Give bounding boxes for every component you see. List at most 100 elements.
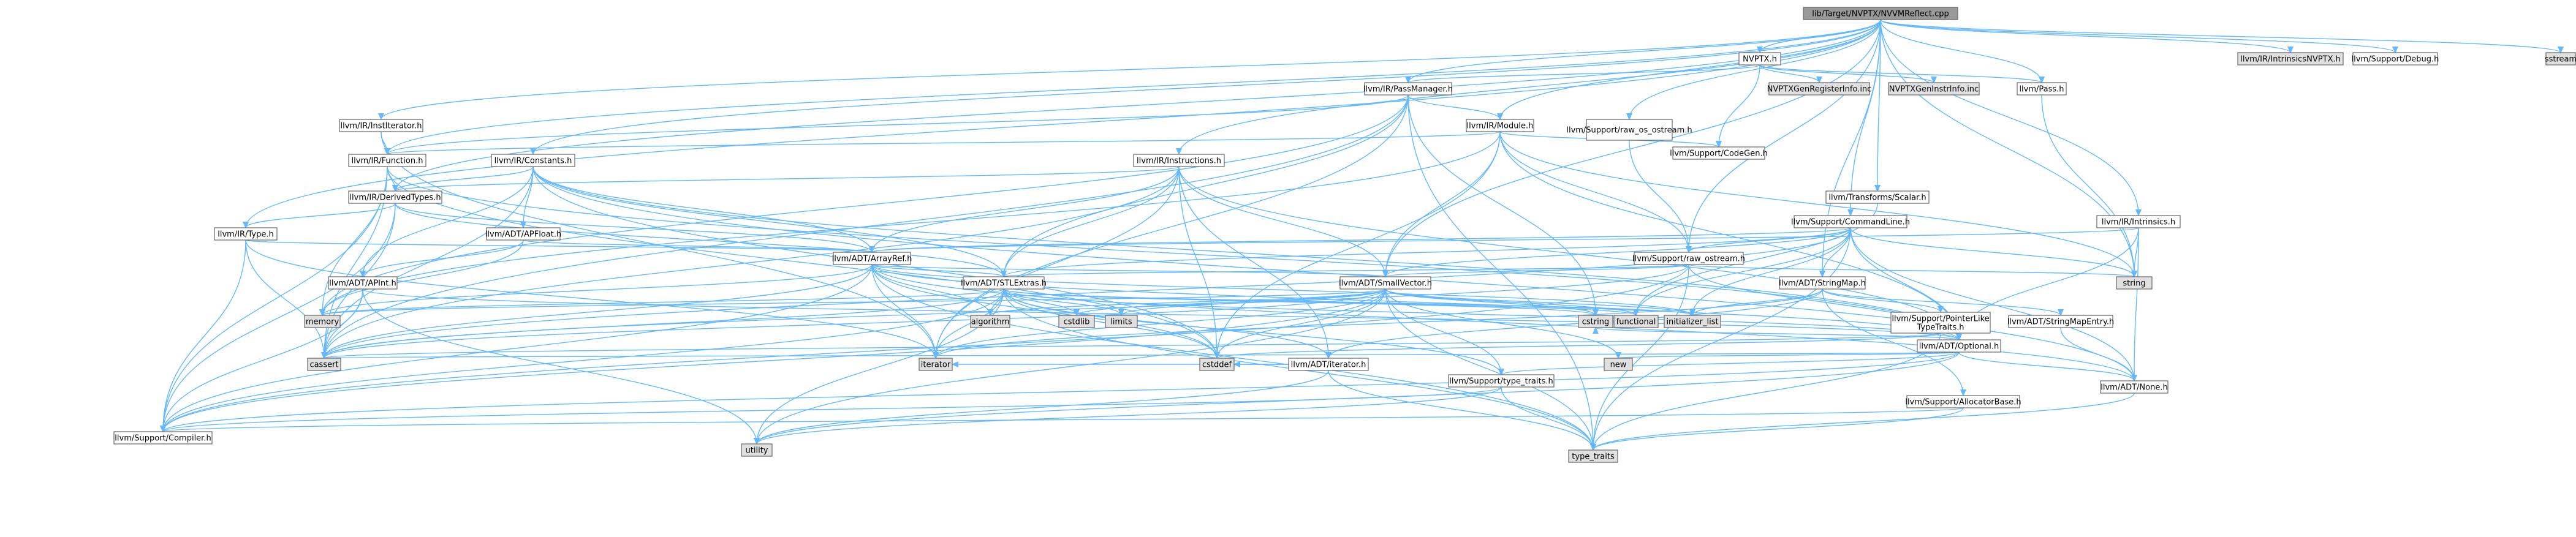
node-label-compiler: llvm/Support/Compiler.h [115,434,211,443]
edge-instructions-to-derivedTypes [395,166,1180,191]
node-apint[interactable]: llvm/ADT/APInt.h [328,276,398,290]
edge-root-to-pass [1880,19,2042,83]
node-string: string [2116,276,2153,290]
edge-commandLine-to-smallVector [1385,227,1851,277]
node-instIter[interactable]: llvm/IR/InstIterator.h [339,119,423,132]
node-box-allocBase [1906,395,2020,408]
node-iteratorH[interactable]: llvm/ADT/iterator.h [1288,358,1369,371]
edge-rawOstream-to-stlExtras [1004,264,1689,277]
node-label-string: string [2123,279,2145,288]
edge-smallVector-to-typeTraits [1385,288,1593,450]
edge-arrayRef-to-smallVector [871,264,1385,277]
edge-smallVector-to-limits [1121,288,1386,315]
edge-passMgr-to-cstring [1407,94,1596,315]
node-nvptxInstr: NVPTXGenInstrInfo.inc [1888,82,1980,96]
node-cstdlib: cstdlib [1058,315,1095,328]
node-optional[interactable]: llvm/ADT/Optional.h [1917,339,2001,353]
node-box-codeGen [1672,146,1765,160]
edge-constants-to-optional [532,166,1959,340]
node-apfloat[interactable]: llvm/ADT/APFloat.h [485,227,561,241]
node-box-nvptx [1738,52,1781,66]
node-utility: utility [741,443,773,457]
node-constants[interactable]: llvm/IR/Constants.h [491,154,575,167]
edge-ptrLike-to-cassert [324,332,1941,358]
node-commandLine[interactable]: llvm/Support/CommandLine.h [1791,215,1910,228]
edge-smallVector-to-iterator [936,288,1386,358]
edge-passMgr-to-stlExtras [1004,94,1409,277]
node-limits: limits [1105,315,1138,328]
node-box-none [2100,380,2169,394]
node-none: llvm/ADT/None.h [2100,380,2169,394]
edge-arrayRef-to-cassert [324,264,873,358]
node-box-root [1803,7,1958,20]
node-passMgr[interactable]: llvm/IR/PassManager.h [1363,82,1453,96]
edge-stringMap-to-iterator [936,288,1823,358]
node-type[interactable]: llvm/IR/Type.h [214,227,278,241]
node-stlExtras[interactable]: llvm/ADT/STLExtras.h [961,276,1047,290]
node-box-algorithm [970,315,1010,328]
edge-type-to-compiler [163,239,246,432]
node-label-apint: llvm/ADT/APInt.h [329,279,396,288]
node-box-commandLine [1794,215,1907,228]
edge-passMgr-to-module [1407,94,1500,119]
node-rawOs[interactable]: llvm/Support/raw_os_ostream.h [1566,119,1692,141]
edge-instructions-to-smallVector [1178,166,1385,277]
edge-type-to-cassert [245,239,324,358]
node-label-scalar: llvm/Transforms/Scalar.h [1828,193,1926,203]
node-label-nvptxInstr: NVPTXGenInstrInfo.inc [1889,85,1979,94]
node-box-cassert [307,358,341,371]
node-label-function: llvm/IR/Function.h [352,157,423,166]
node-label-ptrLike: TypeTraits.h [1916,323,1964,332]
node-root[interactable]: lib/Target/NVPTX/NVVMReflect.cpp [1803,7,1958,20]
node-label-module: llvm/IR/Module.h [1467,122,1534,131]
node-box-cstdlib [1058,315,1095,328]
edge-arrayRef-to-typeTraits [871,264,1593,450]
node-codeGen: llvm/Support/CodeGen.h [1670,146,1768,160]
node-box-cstddef [1199,358,1235,371]
node-box-functional [1613,315,1659,328]
node-derivedTypes[interactable]: llvm/IR/DerivedTypes.h [348,190,442,204]
edge-typeTraitsH-to-typeTraits [1501,386,1593,450]
node-label-stringMap: llvm/ADT/StringMap.h [1779,279,1866,288]
node-label-iterator: iterator [921,361,951,370]
node-box-debug [2352,52,2438,66]
node-box-typeTraitsH [1448,374,1555,388]
node-box-ptrLike [1890,312,1991,334]
edge-arrayRef-to-optional [871,264,1959,340]
node-box-stlExtras [963,276,1045,290]
edge-root-to-intrNVPTX [1880,19,2290,53]
node-function[interactable]: llvm/IR/Function.h [348,154,426,167]
edge-allocBase-to-typeTraits [1593,407,1964,450]
node-rawOstream[interactable]: llvm/Support/raw_ostream.h [1632,252,1745,265]
edge-derivedTypes-to-stlExtras [395,203,1004,277]
edge-instructions-to-arrayRef [872,166,1180,252]
node-arrayRef[interactable]: llvm/ADT/ArrayRef.h [832,252,912,265]
edge-derivedTypes-to-type [246,203,396,228]
node-label-initList: initializer_list [1666,318,1718,327]
node-stringMap: llvm/ADT/StringMap.h [1779,276,1866,290]
node-label-cassert: cassert [309,361,338,370]
edge-stringMap-to-allocBase [1822,288,1963,396]
node-typeTraits: type_traits [1568,449,1618,463]
edge-root-to-string [1880,19,2134,277]
edge-arrayRef-to-none [871,264,2134,381]
edge-rawOstream-to-string [1688,264,2134,277]
node-box-intrinsics [2096,215,2181,228]
node-allocBase[interactable]: llvm/Support/AllocatorBase.h [1905,395,2021,408]
node-memory: memory [304,315,341,328]
node-intrinsics[interactable]: llvm/IR/Intrinsics.h [2096,215,2181,228]
node-scalar[interactable]: llvm/Transforms/Scalar.h [1825,190,1930,204]
node-box-sstream [2545,52,2576,66]
node-module[interactable]: llvm/IR/Module.h [1466,119,1534,132]
node-instructions[interactable]: llvm/IR/Instructions.h [1133,154,1225,167]
node-label-smallVector: llvm/ADT/SmallVector.h [1339,279,1432,288]
node-label-typeTraits: type_traits [1572,453,1615,462]
node-pass[interactable]: llvm/Pass.h [2017,82,2067,96]
edge-function-to-optional [387,166,1959,340]
edge-ptrLike-to-cstddef [1217,332,1941,358]
node-compiler[interactable]: llvm/Support/Compiler.h [113,431,213,445]
edge-type-to-iterator [245,239,936,358]
node-label-none: llvm/ADT/None.h [2101,383,2167,392]
